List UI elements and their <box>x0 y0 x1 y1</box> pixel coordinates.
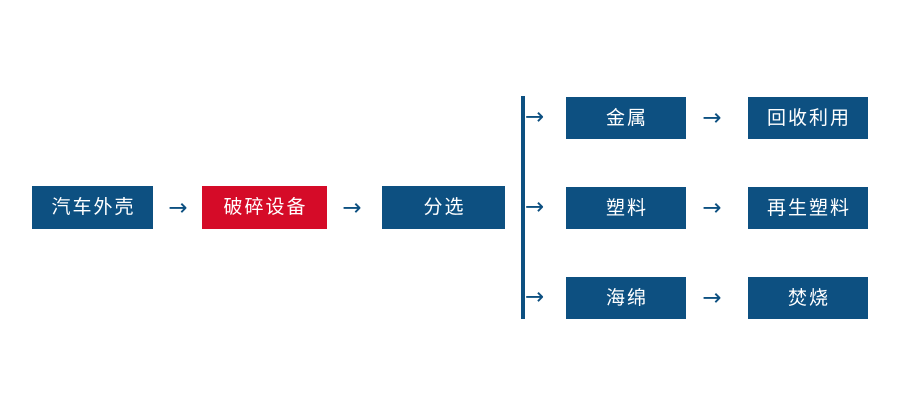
arrow-right-icon-sponge-to-incineration: → <box>702 284 722 311</box>
node-incineration[interactable]: 焚烧 <box>748 277 868 319</box>
node-metal[interactable]: 金属 <box>566 97 686 139</box>
arrow-right-icon-shell-to-crusher: → <box>168 194 188 221</box>
branch-bus-line <box>521 96 525 319</box>
node-plastic[interactable]: 塑料 <box>566 187 686 229</box>
node-car-shell[interactable]: 汽车外壳 <box>32 186 153 229</box>
node-recycle-reuse[interactable]: 回收利用 <box>748 97 868 139</box>
node-sponge[interactable]: 海绵 <box>566 277 686 319</box>
arrow-right-icon-plastic-to-regenerated: → <box>702 194 722 221</box>
branch-arrow-right-icon-sponge: → <box>525 283 545 310</box>
arrow-right-icon-crusher-to-sorting: → <box>342 194 362 221</box>
node-sorting[interactable]: 分选 <box>382 186 505 229</box>
node-regenerated-plastic[interactable]: 再生塑料 <box>748 187 868 229</box>
branch-arrow-right-icon-metal: → <box>525 103 545 130</box>
arrow-right-icon-metal-to-recycle: → <box>702 104 722 131</box>
node-crusher[interactable]: 破碎设备 <box>202 186 327 229</box>
branch-arrow-right-icon-plastic: → <box>525 193 545 220</box>
